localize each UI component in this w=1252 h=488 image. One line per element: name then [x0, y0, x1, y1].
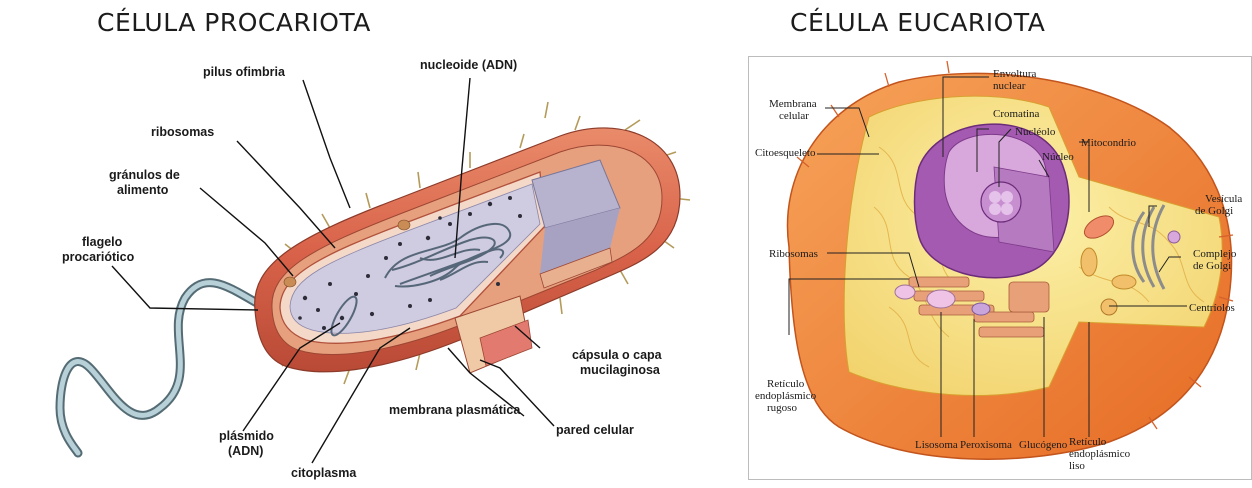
peroxisome: [972, 303, 990, 315]
label-centriolos: Centríolos: [1189, 302, 1235, 314]
label-nucleoide: nucleoide (ADN): [420, 58, 517, 72]
label-granulos-line2: alimento: [117, 183, 169, 197]
eukaryotic-cell-diagram: Envoltura nuclear Membrana celular Croma…: [748, 56, 1252, 480]
label-membrana-line1: Membrana: [769, 98, 817, 110]
label-complejo-line1: Complejo: [1193, 248, 1237, 260]
label-capsula-line1: cápsula o capa: [572, 348, 663, 362]
label-envoltura-line2: nuclear: [993, 80, 1026, 92]
label-vesicula-line1: Vesícula: [1205, 193, 1242, 205]
label-rer-line1: Retículo: [767, 378, 805, 390]
label-cromatina: Cromatina: [993, 108, 1040, 120]
label-rel-line1: Retículo: [1069, 436, 1107, 448]
label-peroxisoma: Peroxisoma: [960, 439, 1012, 451]
label-membrana-plasmatica: membrana plasmática: [389, 403, 521, 417]
label-nucleolo: Nucléolo: [1015, 126, 1056, 138]
label-rer-line3: rugoso: [767, 402, 797, 414]
label-pared-celular: pared celular: [556, 423, 634, 437]
title-eukaryotic-cell: CÉLULA EUCARIOTA: [790, 8, 1045, 37]
label-ribosomas: ribosomas: [151, 125, 214, 139]
label-citoplasma: citoplasma: [291, 466, 357, 480]
label-mitocondrio: Mitocondrio: [1081, 137, 1136, 149]
label-envoltura-line1: Envoltura: [993, 68, 1036, 80]
label-granulos-line1: gránulos de: [109, 168, 180, 182]
label-rel-line3: liso: [1069, 460, 1085, 472]
label-glucogeno: Glucógeno: [1019, 439, 1068, 451]
label-membrana-line2: celular: [779, 110, 809, 122]
label-vesicula-line2: de Golgi: [1195, 205, 1233, 217]
label-complejo-line2: de Golgi: [1193, 260, 1231, 272]
centrioles: [1101, 299, 1117, 315]
label-rel-line2: endoplásmico: [1069, 448, 1131, 460]
label-ribosomas: Ribosomas: [769, 248, 818, 260]
golgi-vesicle: [1168, 231, 1180, 243]
prokaryotic-cell-diagram: pilus ofimbria nucleoide (ADN) ribosomas…: [0, 48, 730, 483]
title-prokaryotic-cell: CÉLULA PROCARIOTA: [97, 8, 371, 37]
label-lisosoma: Lisosoma: [915, 439, 958, 451]
label-citoesqueleto: Citoesqueleto: [755, 147, 816, 159]
label-flagelo-line2: procariótico: [62, 250, 135, 264]
label-pilus: pilus ofimbria: [203, 65, 286, 79]
label-nucleo: Núcleo: [1042, 151, 1074, 163]
label-rer-line2: endoplásmico: [755, 390, 817, 402]
label-capsula-line2: mucilaginosa: [580, 363, 661, 377]
label-plasmido-line2: (ADN): [228, 444, 263, 458]
label-plasmido-line1: plásmido: [219, 429, 274, 443]
label-flagelo-line1: flagelo: [82, 235, 123, 249]
nucleus: [915, 124, 1070, 278]
